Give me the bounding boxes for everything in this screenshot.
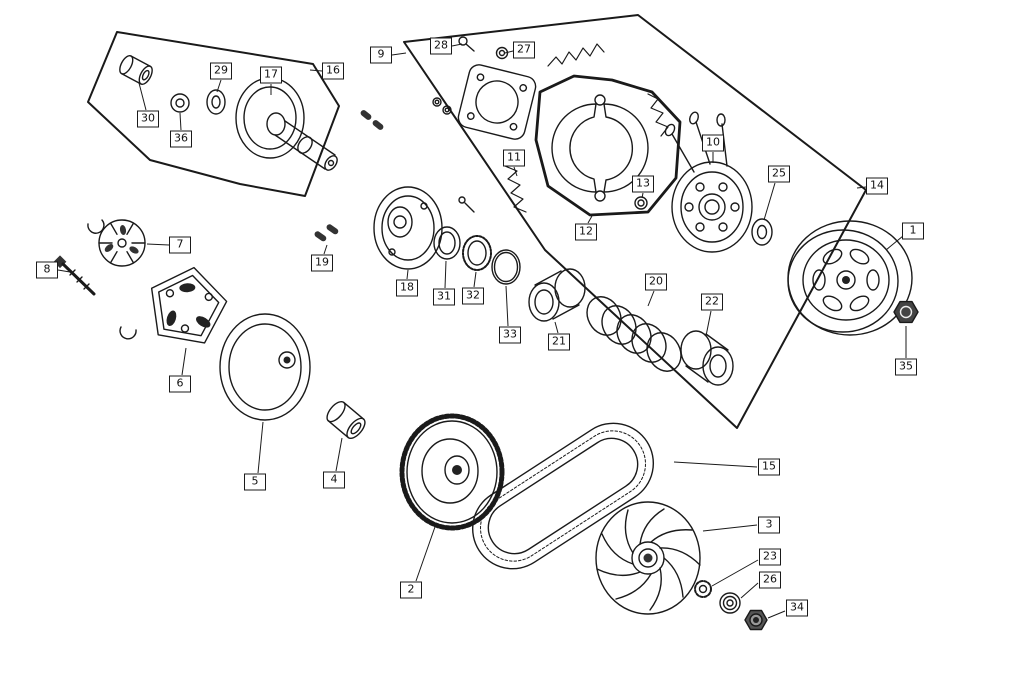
nut-34 <box>744 609 768 631</box>
leader-lines <box>57 43 907 619</box>
circlip-23 <box>694 580 712 598</box>
washer-36 <box>170 93 190 113</box>
ring-33 <box>491 249 521 285</box>
ring-31 <box>433 226 461 260</box>
pulley-half-5 <box>219 313 311 421</box>
bearing-disc-18 <box>373 186 475 270</box>
ring-29 <box>206 89 226 115</box>
clutch-driver-plate-10 <box>664 111 753 253</box>
toothed-ring-32 <box>462 235 492 271</box>
drive-gear-2 <box>399 413 505 531</box>
clutch-assembly-frame <box>403 14 867 429</box>
bolt-8 <box>53 255 137 340</box>
brake-shoe-assembly-12 <box>534 74 682 217</box>
driven-pulley-shaft-17 <box>235 77 338 171</box>
washer-27 <box>495 46 509 60</box>
washer-25 <box>751 218 773 246</box>
gasket-plate <box>457 64 537 140</box>
drive-belt-15 <box>471 422 655 570</box>
spring-20 <box>586 296 682 372</box>
clip-upper <box>87 219 105 234</box>
pins-19 <box>314 224 339 242</box>
cup-22 <box>680 330 734 386</box>
fan-wheel-3 <box>595 501 701 615</box>
lock-nut-35 <box>893 300 919 324</box>
bushing-30 <box>119 54 153 86</box>
washer-26 <box>719 592 741 614</box>
spacer-bushing-4 <box>326 400 366 440</box>
small-washers <box>432 97 452 115</box>
clutch-bell-1 <box>787 220 913 336</box>
screw-28 <box>458 36 475 52</box>
small-pins-upper <box>360 110 384 130</box>
cam-plate-7 <box>98 219 146 267</box>
spacer-sleeve-21 <box>528 268 586 322</box>
nut-13 <box>634 196 648 210</box>
roller-plate-6 <box>150 266 228 344</box>
